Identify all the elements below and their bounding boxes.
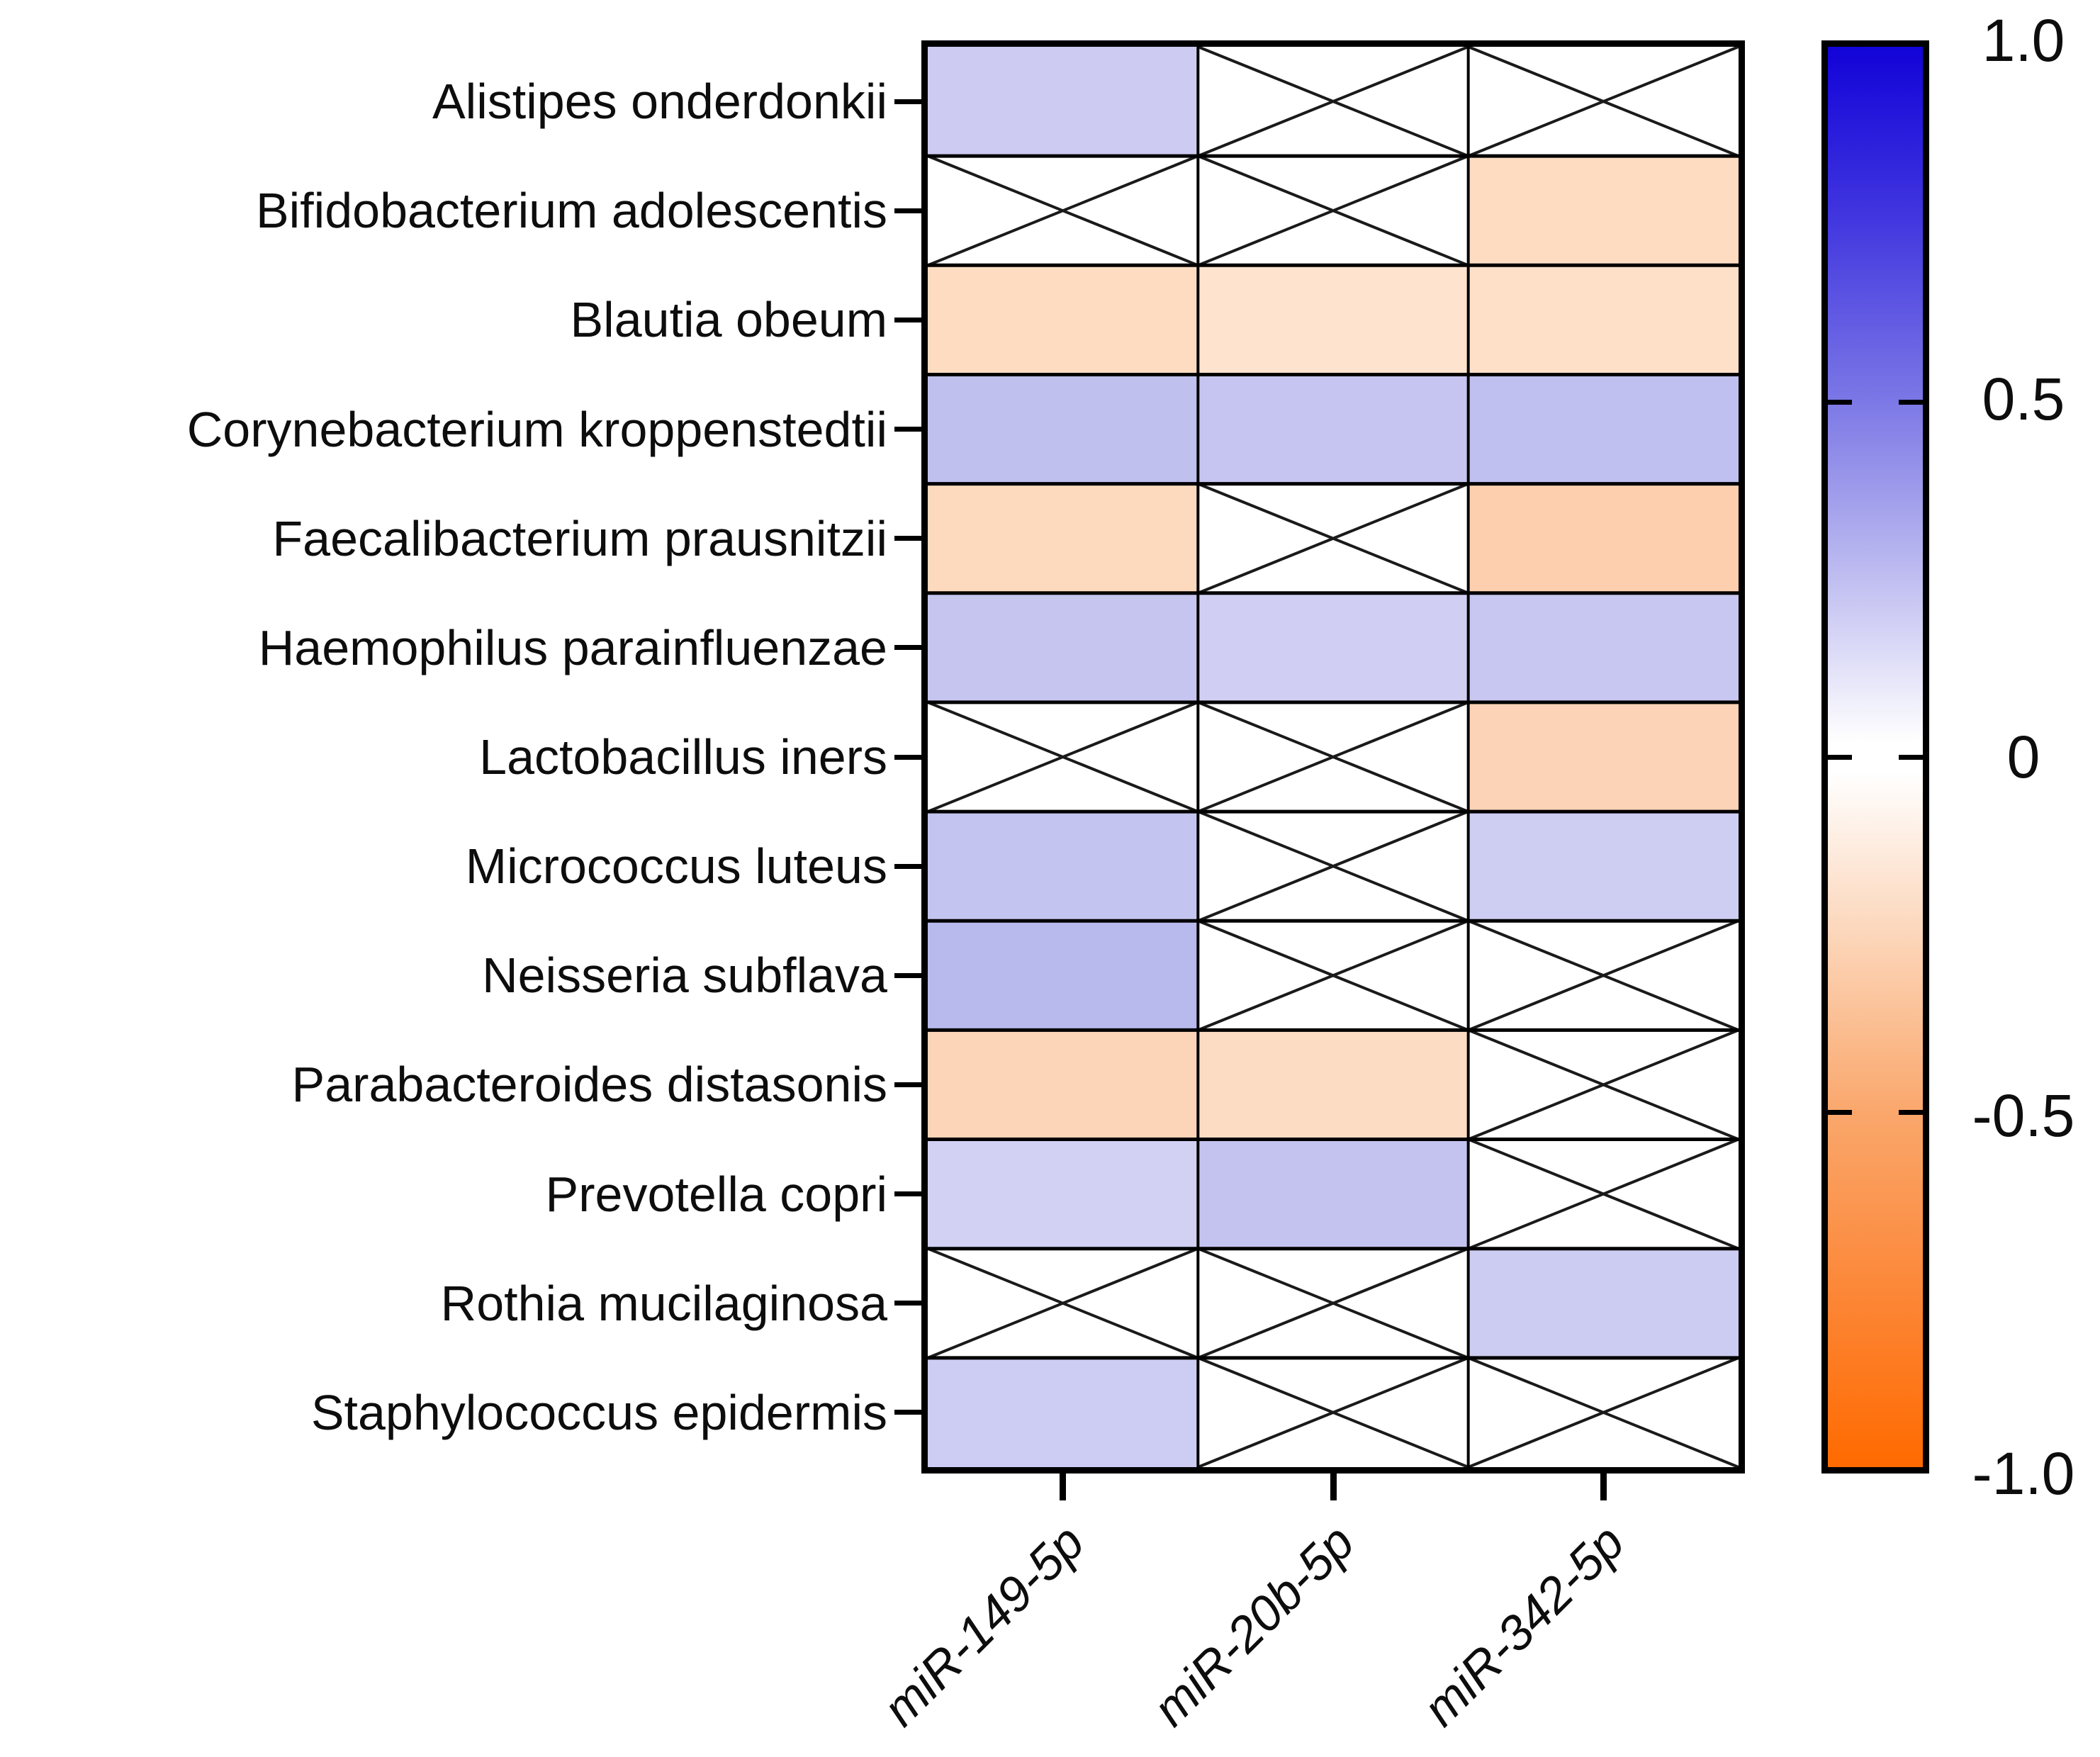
- heatmap-cell: [1198, 1030, 1469, 1140]
- not-significant-cross: [1467, 45, 1739, 158]
- heatmap-cell: [1468, 374, 1739, 484]
- row-label: Blautia obeum: [570, 292, 887, 348]
- row-label: Alistipes onderdonkii: [432, 74, 887, 130]
- colorbar-tick-notch: [1828, 754, 1852, 760]
- row-label: Rothia mucilaginosa: [440, 1275, 887, 1331]
- colorbar: [1821, 40, 1929, 1473]
- colorbar-tick-notch: [1899, 1109, 1923, 1115]
- heatmap-cell: [1198, 265, 1469, 375]
- heatmap-cell: [928, 1139, 1198, 1249]
- column-label: miR-149-5p: [872, 1514, 1095, 1737]
- column-tick: [1330, 1473, 1337, 1500]
- heatmap-cell: [928, 593, 1198, 702]
- heatmap-cell: [928, 47, 1198, 157]
- not-significant-cross: [1197, 1247, 1469, 1359]
- column-label: miR-342-5p: [1413, 1514, 1635, 1737]
- colorbar-tick-notch: [1899, 399, 1923, 405]
- heatmap-cell: [1468, 812, 1739, 921]
- row-tick: [894, 427, 921, 432]
- heatmap-cell: [928, 812, 1198, 921]
- heatmap-cell: [928, 483, 1198, 593]
- column-tick: [1060, 1473, 1067, 1500]
- heatmap-cell: [1468, 593, 1739, 702]
- row-label: Haemophilus parainfluenzae: [258, 619, 887, 675]
- row-tick: [894, 99, 921, 104]
- not-significant-cross: [1197, 701, 1469, 813]
- colorbar-tick-label: -1.0: [1972, 1440, 2075, 1507]
- not-significant-cross: [927, 701, 1199, 813]
- column-tick: [1600, 1473, 1607, 1500]
- row-label: Parabacteroides distasonis: [291, 1057, 887, 1113]
- row-label: Micrococcus luteus: [465, 838, 887, 894]
- row-label: Staphylococcus epidermis: [310, 1384, 887, 1440]
- colorbar-tick-notch: [1899, 754, 1923, 760]
- row-label: Prevotella copri: [545, 1166, 887, 1222]
- not-significant-cross: [927, 1247, 1199, 1359]
- heatmap-cell: [928, 265, 1198, 375]
- row-tick: [894, 317, 921, 322]
- row-tick: [894, 1082, 921, 1087]
- not-significant-cross: [1467, 1138, 1739, 1250]
- row-label: Corynebacterium kroppenstedtii: [186, 401, 887, 457]
- heatmap-cell: [1468, 1248, 1739, 1358]
- heatmap-cell: [1198, 593, 1469, 702]
- row-tick: [894, 536, 921, 541]
- not-significant-cross: [1197, 919, 1469, 1032]
- heatmap-cell: [928, 1030, 1198, 1140]
- not-significant-cross: [1467, 1356, 1739, 1469]
- row-tick: [894, 1191, 921, 1197]
- colorbar-tick-label: 0.5: [1982, 365, 2065, 432]
- colorbar-tick-label: 0: [2006, 724, 2040, 790]
- row-tick: [894, 754, 921, 760]
- heatmap-cell: [928, 1357, 1198, 1467]
- not-significant-cross: [1197, 810, 1469, 923]
- not-significant-cross: [1197, 1356, 1469, 1469]
- row-tick: [894, 863, 921, 869]
- not-significant-cross: [1197, 482, 1469, 595]
- row-label: Lactobacillus iners: [479, 729, 887, 785]
- row-tick: [894, 1410, 921, 1415]
- heatmap-cell: [1468, 483, 1739, 593]
- not-significant-cross: [1197, 155, 1469, 267]
- row-label: Faecalibacterium prausnitzii: [272, 510, 887, 566]
- row-tick: [894, 1301, 921, 1306]
- not-significant-cross: [1467, 919, 1739, 1032]
- heatmap-cell: [928, 374, 1198, 484]
- heatmap-grid: [921, 40, 1745, 1473]
- not-significant-cross: [1197, 45, 1469, 158]
- heatmap-cell: [1198, 374, 1469, 484]
- heatmap-cell: [1468, 156, 1739, 266]
- heatmap-cell: [1468, 265, 1739, 375]
- heatmap-cell: [928, 921, 1198, 1031]
- heatmap-cell: [1468, 702, 1739, 812]
- colorbar-tick-label: -0.5: [1972, 1082, 2075, 1149]
- colorbar-tick-label: 1.0: [1982, 7, 2065, 74]
- row-label: Bifidobacterium adolescentis: [255, 183, 887, 239]
- colorbar-tick-notch: [1828, 1109, 1852, 1115]
- not-significant-cross: [1467, 1028, 1739, 1141]
- plot-border: [921, 40, 1745, 1473]
- not-significant-cross: [927, 155, 1199, 267]
- heatmap-cell: [1198, 1139, 1469, 1249]
- colorbar-tick-notch: [1828, 399, 1852, 405]
- row-label: Neisseria subflava: [482, 948, 887, 1004]
- column-label: miR-20b-5p: [1142, 1514, 1365, 1737]
- row-tick: [894, 972, 921, 978]
- row-tick: [894, 645, 921, 651]
- row-tick: [894, 208, 921, 213]
